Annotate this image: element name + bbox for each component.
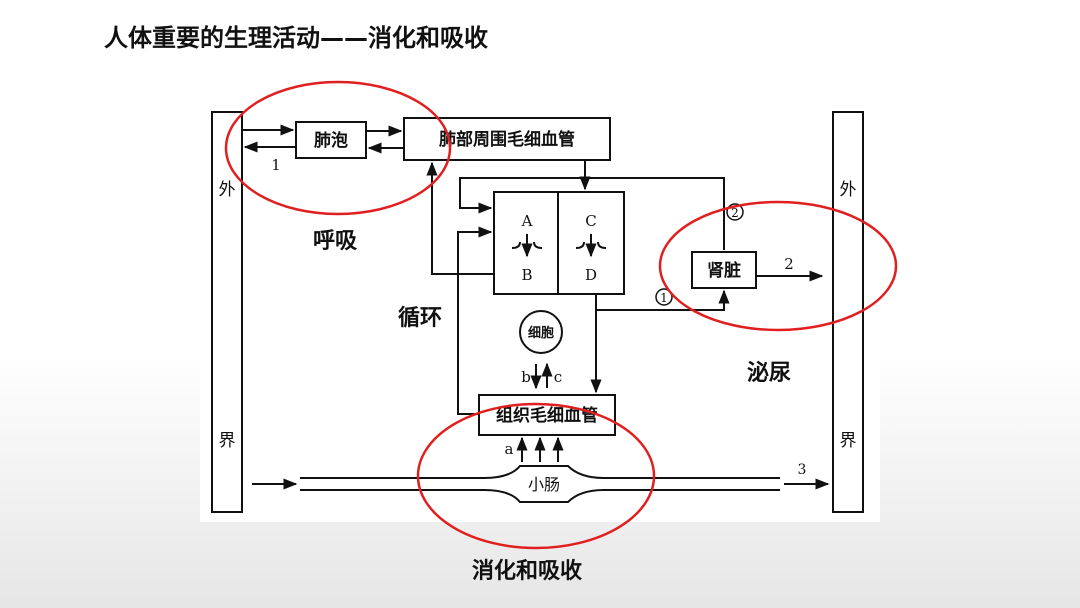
external-left-bottom: 界 <box>219 431 236 451</box>
external-left-top: 外 <box>219 180 236 200</box>
left-external-bar <box>211 111 243 513</box>
circle-2-label: 2 <box>731 206 739 220</box>
cell-circle <box>519 310 563 354</box>
excretion-caption: 泌尿 <box>747 361 792 386</box>
intestine-top-wall <box>300 465 780 479</box>
small-intestine-label: 小肠 <box>528 475 560 494</box>
heart-C: C <box>585 212 596 230</box>
digestion-caption: 消化和吸收 <box>472 559 583 584</box>
kidney-box <box>691 251 757 289</box>
heart-B: B <box>521 266 532 284</box>
right-external-bar <box>832 111 864 513</box>
tissue-capillaries-label: 组织毛细血管 <box>496 405 598 426</box>
kidney-label: 肾脏 <box>707 260 741 281</box>
heart-A: A <box>521 212 533 230</box>
external-right-bottom: 界 <box>840 431 857 451</box>
lung-capillaries-label: 肺部周围毛细血管 <box>439 129 575 150</box>
alveoli-label: 肺泡 <box>314 130 348 151</box>
circulation-caption: 循环 <box>398 306 443 331</box>
external-right-top: 外 <box>840 180 857 200</box>
label-b: b <box>521 368 531 386</box>
heart-D: D <box>585 266 597 284</box>
label-c: c <box>554 368 562 386</box>
circle-1-marker <box>655 288 673 306</box>
slide-title: 人体重要的生理活动——消化和吸收 <box>104 24 488 52</box>
excretion-highlight <box>658 200 898 332</box>
lung-capillaries-box <box>403 117 611 161</box>
circle-1-label: 1 <box>660 291 668 305</box>
respiration-caption: 呼吸 <box>313 229 358 254</box>
intestine-bottom-wall <box>300 489 780 503</box>
label-3: 3 <box>798 462 807 478</box>
respiration-highlight <box>224 80 452 216</box>
label-a: a <box>505 440 514 458</box>
label-2: 2 <box>784 255 794 273</box>
alveoli-box <box>295 121 367 159</box>
cell-label: 细胞 <box>528 325 554 341</box>
digestion-highlight <box>416 402 656 550</box>
label-1: 1 <box>271 156 281 174</box>
